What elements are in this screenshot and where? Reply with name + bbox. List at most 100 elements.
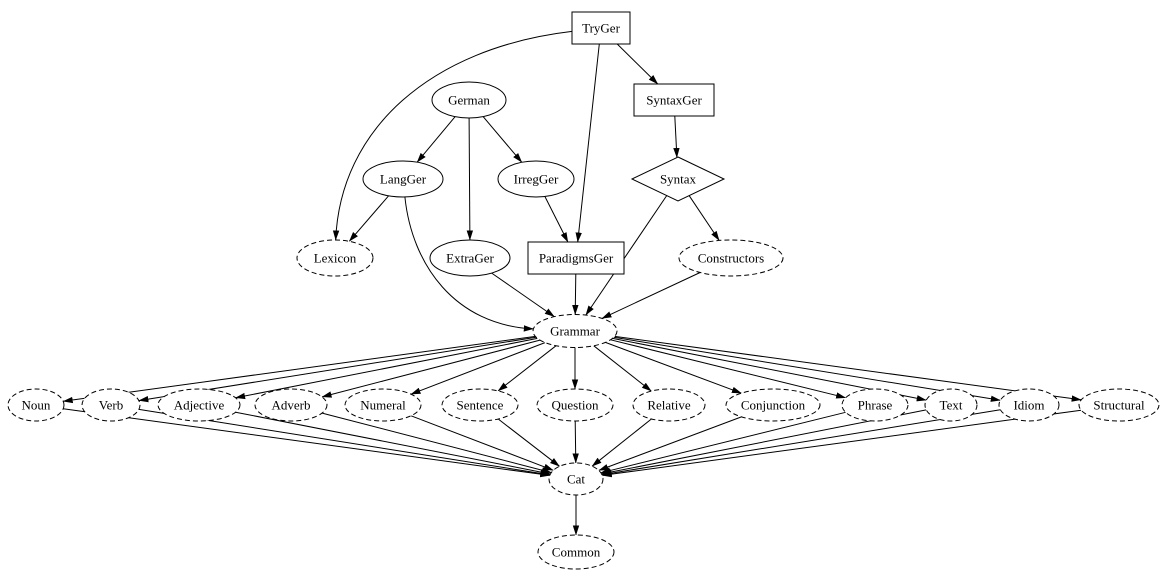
node-label: Verb [99, 398, 124, 413]
node-label: ExtraGer [446, 251, 494, 266]
node-Syntax: Syntax [630, 156, 726, 202]
edge-LangGer-Lexicon [348, 195, 389, 242]
edge-Idiom-Cat [601, 409, 1001, 477]
edge-Grammar-Adjective [235, 337, 538, 400]
node-Adverb: Adverb [254, 388, 328, 422]
ellipse-shape [7, 388, 65, 422]
ellipse-shape [441, 388, 519, 422]
node-TryGer: TryGer [571, 11, 631, 45]
node-label: Cat [567, 472, 585, 487]
edge-ExtraGer-Grammar [491, 272, 555, 318]
node-Sentence: Sentence [441, 388, 519, 422]
edge-Grammar-Relative [593, 345, 652, 392]
edge-Sentence-Cat [497, 418, 560, 467]
edge-Grammar-Numeral [410, 342, 546, 395]
node-label: IrregGer [514, 172, 559, 187]
node-label: SyntaxGer [646, 93, 702, 108]
edges-layer [62, 30, 1082, 536]
ellipse-shape [497, 160, 575, 198]
node-IrregGer: IrregGer [497, 160, 575, 198]
box-shape [527, 241, 625, 275]
node-Text: Text [924, 388, 978, 422]
ellipse-shape [548, 462, 604, 496]
node-label: Relative [647, 398, 691, 413]
node-Idiom: Idiom [998, 388, 1060, 422]
edge-Grammar-Structural [614, 335, 1082, 402]
ellipse-shape [678, 239, 784, 277]
node-Noun: Noun [7, 388, 65, 422]
edge-Syntax-Grammar [585, 195, 668, 316]
node-label: Lexicon [314, 251, 357, 266]
edge-Question-Cat [572, 420, 579, 464]
ellipse-shape [1078, 388, 1160, 422]
ellipse-shape [344, 388, 422, 422]
node-ExtraGer: ExtraGer [429, 239, 511, 277]
ellipse-shape [431, 81, 507, 119]
ellipse-shape [254, 388, 328, 422]
node-Phrase: Phrase [841, 388, 909, 422]
edge-Noun-Cat [63, 408, 551, 478]
node-label: Constructors [698, 251, 764, 266]
ellipse-shape [296, 239, 374, 277]
edge-German-ExtraGer [466, 117, 474, 241]
edge-Grammar-Conjunction [605, 341, 742, 394]
edge-Adverb-Cat [321, 412, 552, 474]
ellipse-shape [725, 388, 821, 422]
node-label: Phrase [858, 398, 893, 413]
edge-Syntax-Constructors [688, 195, 720, 241]
node-label: ParadigmsGer [539, 251, 614, 266]
diamond-shape [630, 156, 726, 202]
node-label: Common [552, 545, 601, 560]
node-LangGer: LangGer [362, 160, 444, 198]
node-Question: Question [536, 388, 614, 422]
ellipse-shape [537, 534, 615, 570]
node-Conjunction: Conjunction [725, 388, 821, 422]
ellipse-shape [841, 388, 909, 422]
node-Structural: Structural [1078, 388, 1160, 422]
node-label: Adverb [272, 398, 311, 413]
node-label: Noun [22, 398, 51, 413]
node-label: Question [552, 398, 599, 413]
node-Numeral: Numeral [344, 388, 422, 422]
node-label: Conjunction [741, 398, 806, 413]
edge-Grammar-Idiom [613, 336, 1001, 402]
ellipse-shape [362, 160, 444, 198]
ellipse-shape [81, 388, 141, 422]
box-shape [571, 11, 631, 45]
edge-Grammar-Adverb [321, 339, 541, 398]
box-shape [633, 83, 715, 117]
node-Common: Common [537, 534, 615, 570]
ellipse-shape [157, 388, 241, 422]
node-label: Structural [1093, 398, 1145, 413]
node-label: Adjective [174, 398, 225, 413]
node-SyntaxGer: SyntaxGer [633, 83, 715, 117]
edge-Grammar-Noun [62, 335, 536, 404]
edge-Constructors-Grammar [601, 272, 701, 319]
node-label: German [448, 93, 490, 108]
node-Cat: Cat [548, 462, 604, 496]
ellipse-shape [632, 388, 706, 422]
node-Verb: Verb [81, 388, 141, 422]
node-label: Numeral [360, 398, 406, 413]
edge-Adjective-Cat [235, 411, 551, 476]
edge-German-IrregGer [482, 116, 523, 163]
node-label: Syntax [660, 172, 697, 187]
node-Adjective: Adjective [157, 388, 241, 422]
node-Constructors: Constructors [678, 239, 784, 277]
edge-Grammar-Sentence [497, 345, 557, 392]
edge-Numeral-Cat [410, 415, 554, 471]
ellipse-shape [536, 388, 614, 422]
node-label: TryGer [582, 21, 620, 36]
ellipse-shape [532, 314, 618, 348]
edge-SyntaxGer-Syntax [673, 115, 680, 158]
edge-IrregGer-ParadigmsGer [544, 196, 569, 243]
node-label: Grammar [550, 324, 600, 339]
node-ParadigmsGer: ParadigmsGer [527, 241, 625, 275]
edge-ParadigmsGer-Grammar [572, 273, 579, 315]
edge-TryGer-ParadigmsGer [575, 43, 600, 243]
ellipse-shape [429, 239, 511, 277]
edge-Structural-Cat [601, 409, 1082, 478]
